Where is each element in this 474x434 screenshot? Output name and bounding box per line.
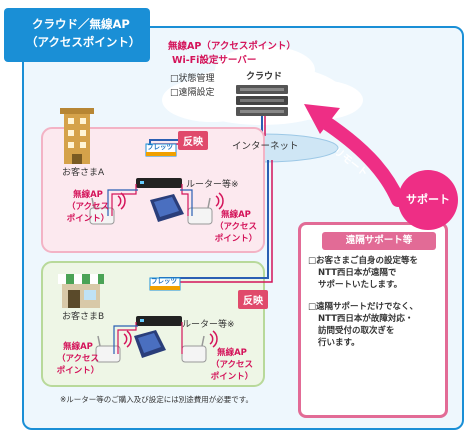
flets-sign-b (149, 277, 181, 291)
router-b-icon (136, 316, 182, 326)
ap-left-a-label: 無線AP （アクセス ポイント） (66, 190, 110, 224)
office-building-icon (60, 108, 94, 164)
support-bullet-1: □お客さまご自身の設定等を NTT西日本が遠隔で サポートいたします。 (308, 256, 419, 290)
server-line1: 無線AP（アクセスポイント） (168, 41, 296, 52)
ap-right-b-label: 無線AP （アクセス ポイント） (210, 348, 254, 382)
flets-sign-a (145, 143, 177, 157)
internet-label: インターネット (232, 141, 299, 152)
ap-right-a-label: 無線AP （アクセス ポイント） (214, 210, 258, 244)
customer-a-label: お客さまA (62, 168, 105, 178)
router-b-label: ルーター等※ (182, 320, 235, 330)
remote-arrow (304, 104, 405, 207)
support-circle: サポート (398, 170, 458, 230)
server-line2: Wi-Fi設定サーバー (172, 55, 257, 66)
hanei-badge-b: 反映 (238, 290, 268, 309)
footnote: ※ルーター等のご購入及び設定には別途費用が必要です。 (60, 395, 254, 404)
flets-label-b: フレッツ (151, 277, 177, 285)
title-box: クラウド／無線AP （アクセスポイント） (4, 8, 150, 62)
support-header: 遠隔サポート等 (322, 232, 436, 250)
ap-left-b-label: 無線AP （アクセス ポイント） (56, 342, 100, 376)
customer-b-label: お客さまB (62, 312, 105, 322)
support-bullet-2: □遠隔サポートだけでなく、 NTT西日本が故障対応・ 訪問受付の取次ぎを 行いま… (308, 302, 419, 348)
router-a-icon (136, 178, 182, 188)
ap-right-a-icon (187, 192, 224, 225)
cloud-label: クラウド (246, 72, 283, 82)
title-line1: クラウド／無線AP (32, 17, 130, 31)
wlan-device-b-icon (134, 330, 166, 358)
server-item-remote: □遠隔設定 (170, 88, 215, 98)
ap-right-b-icon (181, 330, 218, 363)
server-item-status: □状態管理 (170, 74, 215, 84)
server-rack-icon (236, 85, 288, 116)
hanei-badge-a: 反映 (178, 131, 208, 150)
support-panel (298, 222, 448, 418)
title-line2: （アクセスポイント） (26, 35, 141, 49)
wlan-device-a-icon (150, 194, 184, 222)
router-a-label: ルーター等※ (186, 180, 239, 190)
shop-building-icon (58, 274, 104, 308)
flets-label-a: フレッツ (147, 143, 173, 151)
